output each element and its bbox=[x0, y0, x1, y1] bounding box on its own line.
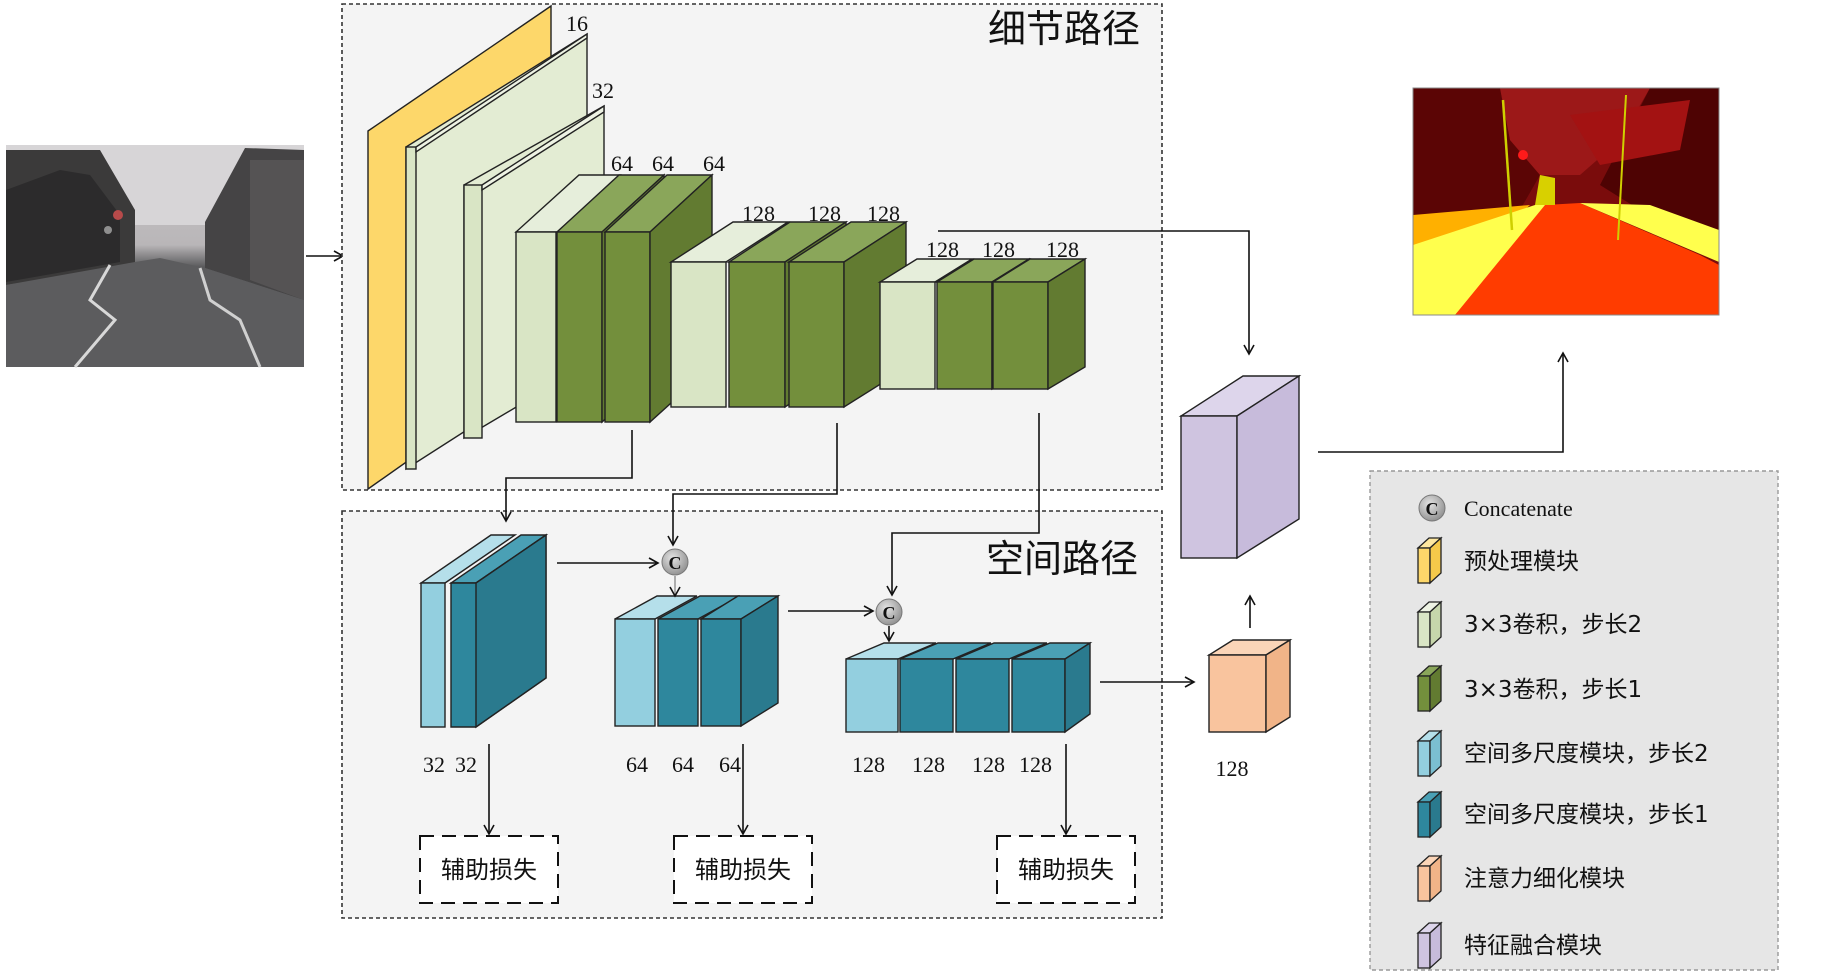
spatial-block-32 bbox=[418, 533, 549, 729]
aux-loss-box-1 bbox=[419, 835, 559, 904]
spatial-label-128-b: 128 bbox=[912, 752, 945, 777]
legend-label-spatial-stride2: 空间多尺度模块，步长2 bbox=[1464, 741, 1709, 767]
detail-label-128-d: 128 bbox=[926, 237, 959, 262]
arrow-detail-to-fusion bbox=[938, 230, 1255, 356]
legend-label-fusion: 特征融合模块 bbox=[1464, 933, 1602, 959]
legend-label-preprocess: 预处理模块 bbox=[1464, 549, 1579, 575]
preprocess-block-icon bbox=[1416, 536, 1443, 585]
connector-arrows bbox=[483, 230, 1569, 836]
spatial-label-64-b: 64 bbox=[672, 752, 694, 777]
arrow-detail128a-to-concat1 bbox=[667, 423, 838, 547]
spatial-label-32-a: 32 bbox=[423, 752, 445, 777]
spatial-block-64 bbox=[614, 594, 781, 728]
spatial-label-64-c: 64 bbox=[719, 752, 741, 777]
spatial-block-128 bbox=[845, 641, 1093, 734]
detail-label-128-b: 128 bbox=[808, 201, 841, 226]
aux-loss-box-3 bbox=[996, 835, 1136, 904]
concat-node-2: C bbox=[875, 598, 903, 626]
legend-label-conv-stride2: 3×3卷积，步长2 bbox=[1464, 612, 1642, 638]
detail-label-128-a: 128 bbox=[742, 201, 775, 226]
spatial-multiscale-stride2-icon bbox=[1416, 729, 1443, 778]
detail-label-128-c: 128 bbox=[867, 201, 900, 226]
legend-labels: Concatenate 预处理模块 3×3卷积，步长2 3×3卷积，步长1 空间… bbox=[1464, 496, 1709, 959]
detail-label-64-b: 64 bbox=[652, 151, 674, 176]
detail-label-64-a: 64 bbox=[611, 151, 633, 176]
concat-node-1: C bbox=[661, 548, 689, 576]
detail-path-title: 细节路径 bbox=[988, 7, 1140, 51]
detail-label-128-f: 128 bbox=[1046, 237, 1079, 262]
legend-label-conv-stride1: 3×3卷积，步长1 bbox=[1464, 677, 1642, 703]
spatial-multiscale-stride1-icon bbox=[1416, 790, 1443, 839]
attention-channel-label: 128 bbox=[1216, 756, 1249, 781]
aux-loss-label-1: 辅助损失 bbox=[441, 856, 537, 884]
concat-symbol-1: C bbox=[669, 553, 682, 573]
detail-label-64-c: 64 bbox=[703, 151, 725, 176]
aux-loss-label-2: 辅助损失 bbox=[695, 856, 791, 884]
spatial-path-title: 空间路径 bbox=[986, 537, 1138, 581]
concat-symbol-2: C bbox=[883, 603, 896, 623]
legend-concat-symbol: C bbox=[1426, 499, 1439, 519]
aux-loss-box-2 bbox=[673, 835, 813, 904]
legend-label-attention: 注意力细化模块 bbox=[1464, 866, 1625, 892]
legend-label-spatial-stride1: 空间多尺度模块，步长1 bbox=[1464, 802, 1709, 828]
detail-channel-labels: 16 32 64 64 64 128 128 128 128 128 128 bbox=[566, 11, 1079, 262]
detail-label-32: 32 bbox=[592, 78, 614, 103]
legend-label-concatenate: Concatenate bbox=[1464, 496, 1573, 521]
detail-label-128-e: 128 bbox=[982, 237, 1015, 262]
detail-block-128-b bbox=[877, 257, 1088, 391]
spatial-label-64-a: 64 bbox=[626, 752, 648, 777]
conv3x3-stride2-icon bbox=[1416, 600, 1443, 649]
feature-fusion-icon bbox=[1416, 921, 1443, 970]
feature-fusion-block bbox=[1178, 374, 1302, 560]
output-segmentation-image bbox=[1412, 87, 1720, 316]
spatial-label-128-c: 128 bbox=[972, 752, 1005, 777]
spatial-label-128-d: 128 bbox=[1019, 752, 1052, 777]
detail-label-16: 16 bbox=[566, 11, 588, 36]
arrow-detail64-to-spatial bbox=[500, 430, 633, 523]
arrow-detail128b-to-concat2 bbox=[886, 413, 1040, 597]
arrow-fusion-to-output bbox=[1318, 351, 1569, 453]
concatenate-icon: C bbox=[1418, 494, 1446, 522]
conv3x3-stride1-icon bbox=[1416, 664, 1443, 713]
spatial-label-32-b: 32 bbox=[455, 752, 477, 777]
spatial-label-128-a: 128 bbox=[852, 752, 885, 777]
aux-loss-label-3: 辅助损失 bbox=[1018, 856, 1114, 884]
attention-refine-block bbox=[1206, 638, 1293, 734]
input-street-image bbox=[6, 145, 304, 368]
spatial-channel-labels: 32 32 64 64 64 128 128 128 128 bbox=[423, 752, 1052, 777]
aux-loss-boxes: 辅助损失 辅助损失 辅助损失 bbox=[419, 835, 1136, 904]
detail-block-128-a bbox=[668, 220, 909, 409]
attention-refine-icon bbox=[1416, 854, 1443, 903]
